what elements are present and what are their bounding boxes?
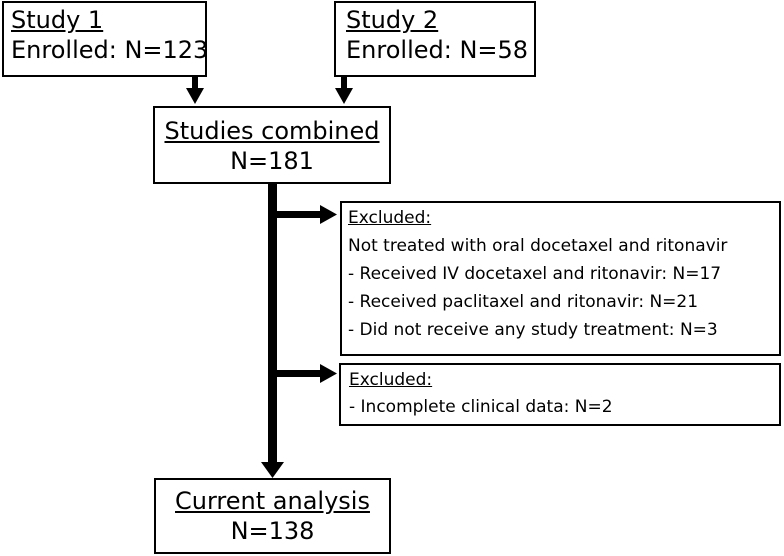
analysis-box: Current analysis N=138 (154, 478, 391, 554)
study2-title: Study 2 (346, 6, 439, 34)
study2-enrolled: Enrolled: N=58 (346, 36, 529, 64)
arrow-to-excluded-1 (276, 205, 337, 224)
combined-count: N=181 (230, 147, 314, 175)
arrow-study2-to-combined (335, 77, 353, 104)
analysis-title: Current analysis (175, 487, 370, 515)
combined-box: Studies combined N=181 (153, 106, 391, 184)
study1-enrolled: Enrolled: N=123 (11, 36, 209, 64)
excluded-1-title: Excluded: (348, 208, 432, 228)
study1-title: Study 1 (11, 6, 104, 34)
arrow-combined-to-analysis (261, 184, 284, 478)
excluded-2-item: - Incomplete clinical data: N=2 (349, 397, 613, 417)
analysis-count: N=138 (230, 517, 315, 545)
study1-box: Study 1 Enrolled: N=123 (2, 1, 209, 77)
combined-title: Studies combined (164, 117, 380, 145)
excluded-1-item: - Received paclitaxel and ritonavir: N=2… (348, 292, 699, 312)
study2-box: Study 2 Enrolled: N=58 (334, 1, 536, 77)
excluded-box-1: Excluded: Not treated with oral docetaxe… (340, 201, 781, 356)
arrow-study1-to-combined (186, 77, 204, 104)
excluded-box-2: Excluded: - Incomplete clinical data: N=… (339, 363, 781, 426)
arrow-to-excluded-2 (276, 364, 337, 383)
excluded-1-item: - Received IV docetaxel and ritonavir: N… (348, 264, 722, 284)
excluded-1-item: - Did not receive any study treatment: N… (348, 320, 718, 340)
excluded-2-title: Excluded: (349, 370, 433, 390)
excluded-1-reason: Not treated with oral docetaxel and rito… (348, 236, 728, 256)
